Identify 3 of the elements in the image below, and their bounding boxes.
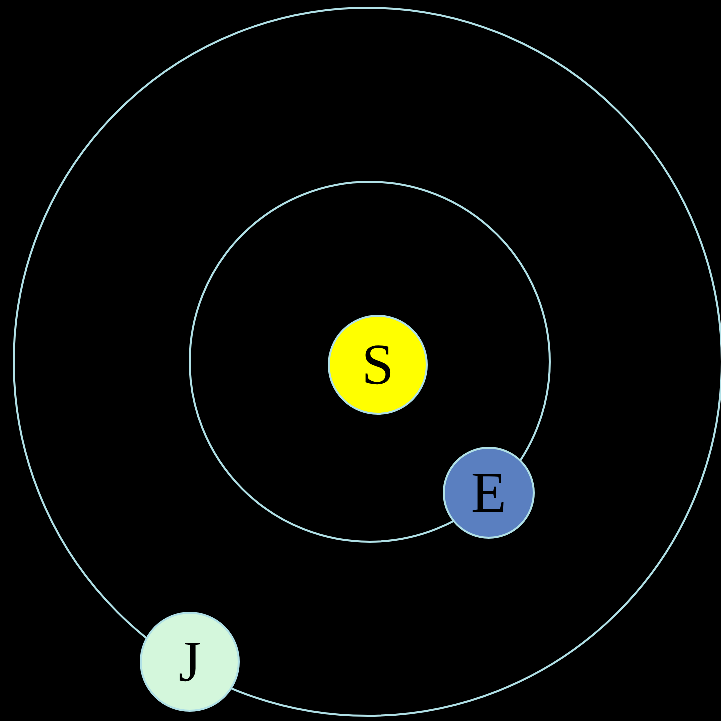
planet-label: J [178,633,202,691]
planet-label: S [362,336,394,394]
planet-label: E [471,464,507,522]
